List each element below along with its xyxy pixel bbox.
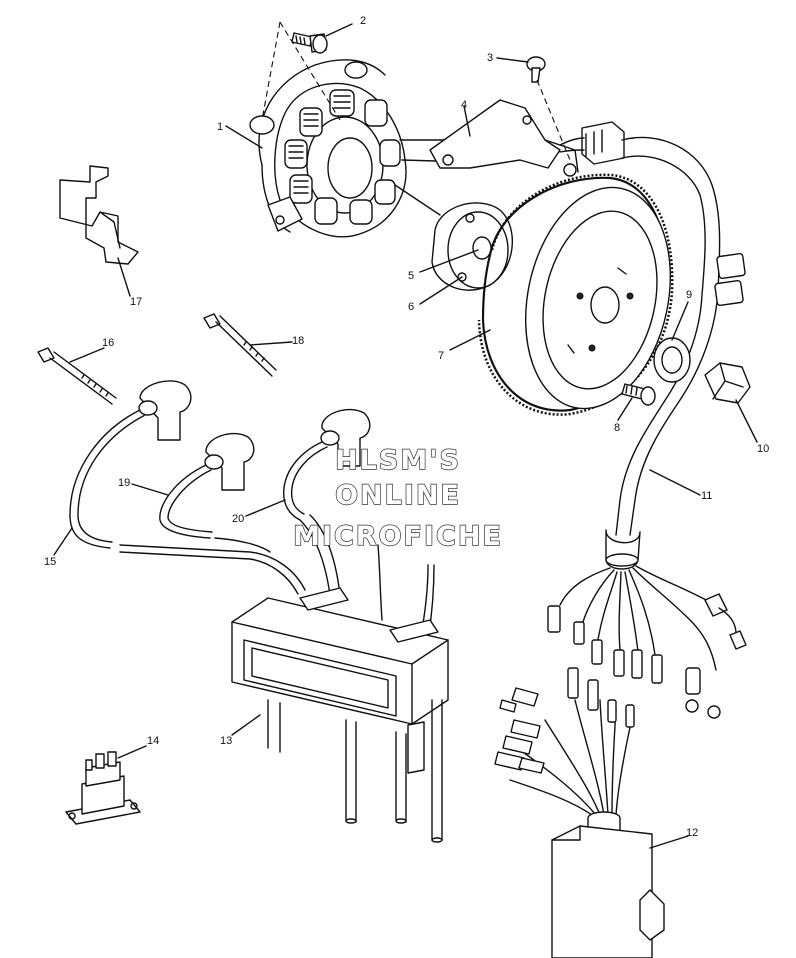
washer-9: [653, 337, 691, 383]
leader-lines: [53, 23, 758, 849]
flywheel-7: [477, 173, 674, 416]
callout-14: 14: [147, 735, 159, 747]
cdi-module-13: [231, 587, 449, 843]
main-wire-harness-11: [605, 136, 746, 570]
callout-11: 11: [701, 490, 712, 502]
callout-9: 9: [686, 289, 692, 301]
solenoid-14: [65, 751, 141, 825]
callout-19: 19: [118, 477, 130, 489]
spark-plug-lead-15: [69, 380, 192, 549]
wire-bracket-4: [429, 99, 579, 177]
nut-10: [704, 362, 751, 404]
callout-5: 5: [408, 270, 414, 282]
spark-plug-lead-20: [283, 408, 371, 521]
callout-10: 10: [757, 443, 769, 455]
hub-5-6: [394, 184, 514, 291]
harness-sleeve-12: [551, 825, 665, 958]
watermark: HLSM'S ONLINE MICROFICHE: [292, 444, 503, 552]
screw-3: [526, 56, 571, 161]
callout-16: 16: [102, 337, 114, 349]
harness-connector: [559, 121, 625, 165]
watermark-line-2: ONLINE: [335, 480, 461, 511]
callout-3: 3: [487, 52, 493, 64]
harness-connectors: [547, 565, 747, 719]
callout-13: 13: [220, 735, 232, 747]
cable-tie-18: [203, 313, 277, 377]
callout-18: 18: [292, 335, 304, 347]
screw-2: [261, 21, 341, 121]
spark-plug-lead-19: [159, 432, 255, 539]
callout-20: 20: [232, 513, 244, 525]
callout-12: 12: [686, 827, 698, 839]
callout-15: 15: [44, 556, 56, 568]
bracket-17: [59, 165, 139, 265]
watermark-line-3: MICROFICHE: [293, 521, 503, 552]
callout-17: 17: [130, 296, 142, 308]
callout-numbers: 1 2 3 4 5 6 7 8 9 10 11 12 13 14 15 16 1…: [44, 15, 769, 839]
watermark-line-1: HLSM'S: [335, 445, 461, 476]
stator-assembly: [249, 59, 521, 238]
callout-1: 1: [217, 121, 223, 133]
callout-8: 8: [614, 422, 620, 434]
callout-2: 2: [360, 15, 366, 27]
lower-connectors: [494, 667, 635, 857]
callout-6: 6: [408, 301, 414, 313]
bolt-8: [621, 383, 656, 406]
callout-4: 4: [461, 99, 467, 111]
stator-coils: [284, 89, 401, 225]
callout-7: 7: [438, 350, 444, 362]
cable-tie-16: [37, 347, 117, 405]
